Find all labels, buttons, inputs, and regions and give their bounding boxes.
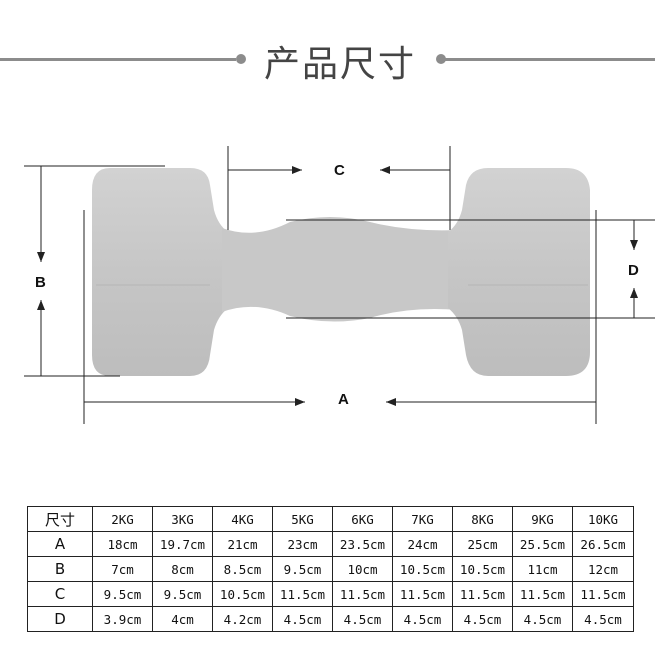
table-cell: 8cm [152, 556, 213, 582]
dimension-label-a: A [336, 391, 351, 408]
table-column-header: 10KG [572, 506, 634, 532]
table-column-header: 3KG [152, 506, 213, 532]
dumbbell-drawing [24, 146, 655, 424]
dimension-label-d: D [626, 262, 641, 279]
table-cell: 11cm [512, 556, 573, 582]
dimension-c-arrowhead-left [292, 166, 302, 174]
table-cell: 11.5cm [272, 581, 333, 607]
dimension-label-b: B [33, 274, 48, 291]
table-cell: 4.5cm [512, 606, 573, 632]
dimension-a-arrowhead-left [295, 398, 305, 406]
table-column-header: 8KG [452, 506, 513, 532]
table-corner-label: 尺寸 [27, 506, 93, 532]
table-cell: 11.5cm [392, 581, 453, 607]
table-cell: 4.5cm [392, 606, 453, 632]
table-cell: 11.5cm [332, 581, 393, 607]
table-cell: 10.5cm [452, 556, 513, 582]
table-column-header: 2KG [92, 506, 153, 532]
table-cell: 11.5cm [452, 581, 513, 607]
table-cell: 12cm [572, 556, 634, 582]
dimension-b-arrowhead-top [37, 252, 45, 262]
dimension-b-arrowhead-bottom [37, 300, 45, 310]
table-cell: 24cm [392, 531, 453, 557]
table-cell: 4.5cm [572, 606, 634, 632]
table-cell: 7cm [92, 556, 153, 582]
table-cell: 23.5cm [332, 531, 393, 557]
table-cell: 3.9cm [92, 606, 153, 632]
dimension-a-arrowhead-right [386, 398, 396, 406]
title-divider-right [440, 58, 655, 61]
title-divider-left [0, 58, 236, 61]
table-cell: 23cm [272, 531, 333, 557]
table-cell: 4.5cm [452, 606, 513, 632]
table-cell: 18cm [92, 531, 153, 557]
dimension-d-arrowhead-top [630, 240, 638, 250]
dumbbell-left-head [92, 168, 228, 376]
dumbbell-diagram: B C D A [0, 140, 655, 440]
dumbbell-right-head [448, 168, 590, 376]
table-cell: 9.5cm [152, 581, 213, 607]
table-column-header: 9KG [512, 506, 573, 532]
table-column-header: 6KG [332, 506, 393, 532]
table-column-header: 5KG [272, 506, 333, 532]
table-cell: 9.5cm [272, 556, 333, 582]
table-cell: 8.5cm [212, 556, 273, 582]
table-row-label: A [27, 531, 93, 557]
table-cell: 4.5cm [272, 606, 333, 632]
table-cell: 25.5cm [512, 531, 573, 557]
table-cell: 26.5cm [572, 531, 634, 557]
table-column-header: 4KG [212, 506, 273, 532]
table-cell: 9.5cm [92, 581, 153, 607]
table-cell: 10cm [332, 556, 393, 582]
table-row-label: D [27, 606, 93, 632]
table-cell: 10.5cm [212, 581, 273, 607]
table-cell: 25cm [452, 531, 513, 557]
table-cell: 10.5cm [392, 556, 453, 582]
table-cell: 4cm [152, 606, 213, 632]
title-dot-left [236, 54, 246, 64]
dimension-d-arrowhead-bottom [630, 288, 638, 298]
table-cell: 21cm [212, 531, 273, 557]
table-cell: 11.5cm [512, 581, 573, 607]
title-row: 产品尺寸 [0, 30, 655, 90]
table-column-header: 7KG [392, 506, 453, 532]
table-cell: 4.5cm [332, 606, 393, 632]
dimension-c-arrowhead-right [380, 166, 390, 174]
table-cell: 4.2cm [212, 606, 273, 632]
dimension-label-c: C [332, 162, 347, 179]
table-cell: 11.5cm [572, 581, 634, 607]
table-row-label: B [27, 556, 93, 582]
table-row-label: C [27, 581, 93, 607]
dumbbell-handle [222, 217, 458, 322]
table-cell: 19.7cm [152, 531, 213, 557]
page-title: 产品尺寸 [263, 44, 416, 85]
